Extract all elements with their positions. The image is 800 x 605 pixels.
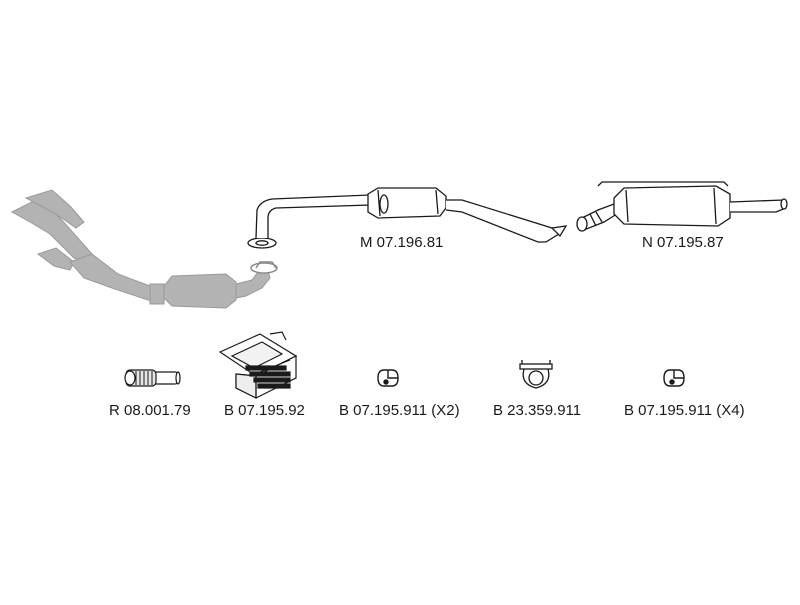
rubber-hanger-x2-label: B 07.195.911 (X2) <box>339 402 460 419</box>
rear-silencer <box>576 181 788 232</box>
rubber-hanger-icon <box>663 369 685 387</box>
rubber-hanger-icon <box>377 369 399 387</box>
mounting-kit-box-icon <box>218 331 298 399</box>
middle-silencer-label: M 07.196.81 <box>360 234 444 251</box>
rear-silencer-label: N 07.195.87 <box>642 234 724 251</box>
front-pipe-catalyst <box>10 189 278 309</box>
pipe-clamp-icon <box>519 360 553 389</box>
flexible-pipe-label: R 08.001.79 <box>109 402 191 419</box>
flexible-pipe-icon <box>124 369 181 387</box>
rubber-hanger-x4-label: B 07.195.911 (X4) <box>624 402 745 419</box>
middle-silencer <box>247 187 568 249</box>
mounting-kit-label: B 07.195.92 <box>224 402 305 419</box>
pipe-clamp-label: B 23.359.911 <box>493 402 582 419</box>
